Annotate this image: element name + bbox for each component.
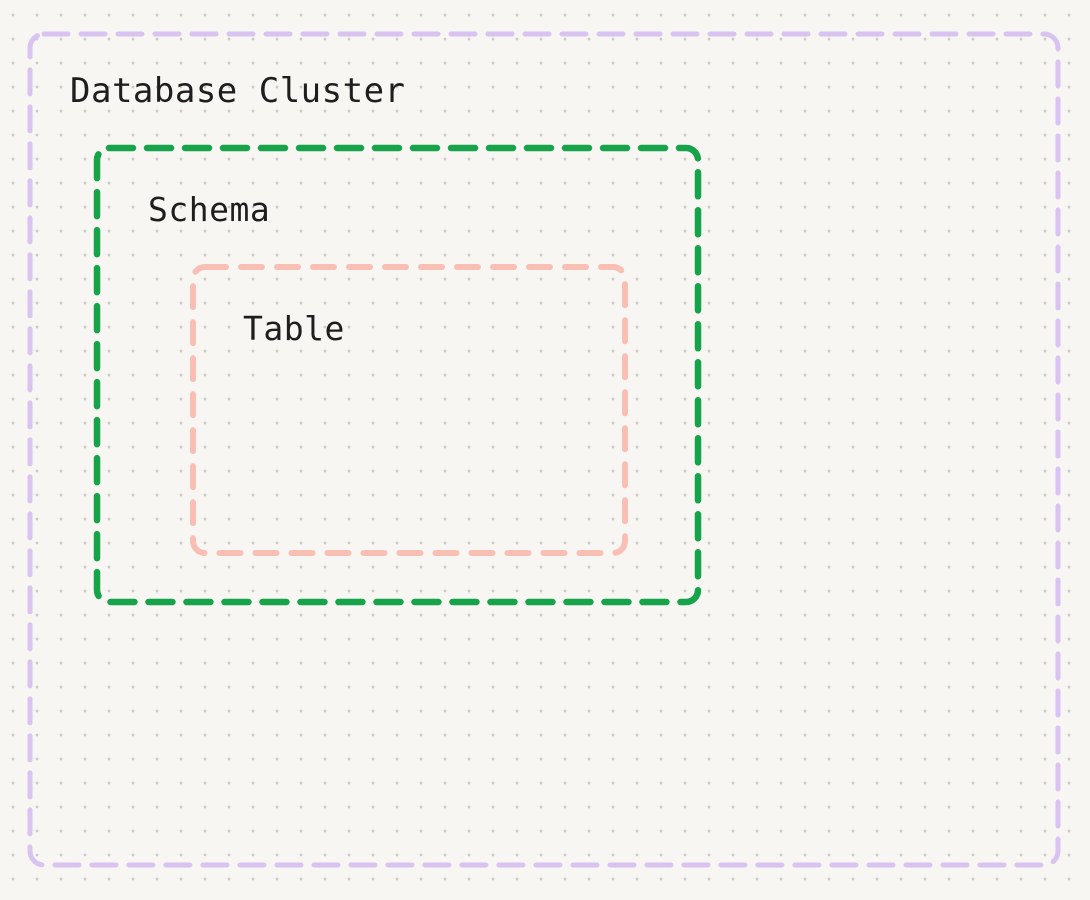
database-cluster-label: Database Cluster [70, 71, 406, 111]
table-label: Table [243, 309, 345, 348]
database-cluster-box [27, 31, 1061, 868]
table-box [190, 264, 628, 556]
schema-label: Schema [148, 190, 271, 229]
schema-box [93, 144, 702, 606]
